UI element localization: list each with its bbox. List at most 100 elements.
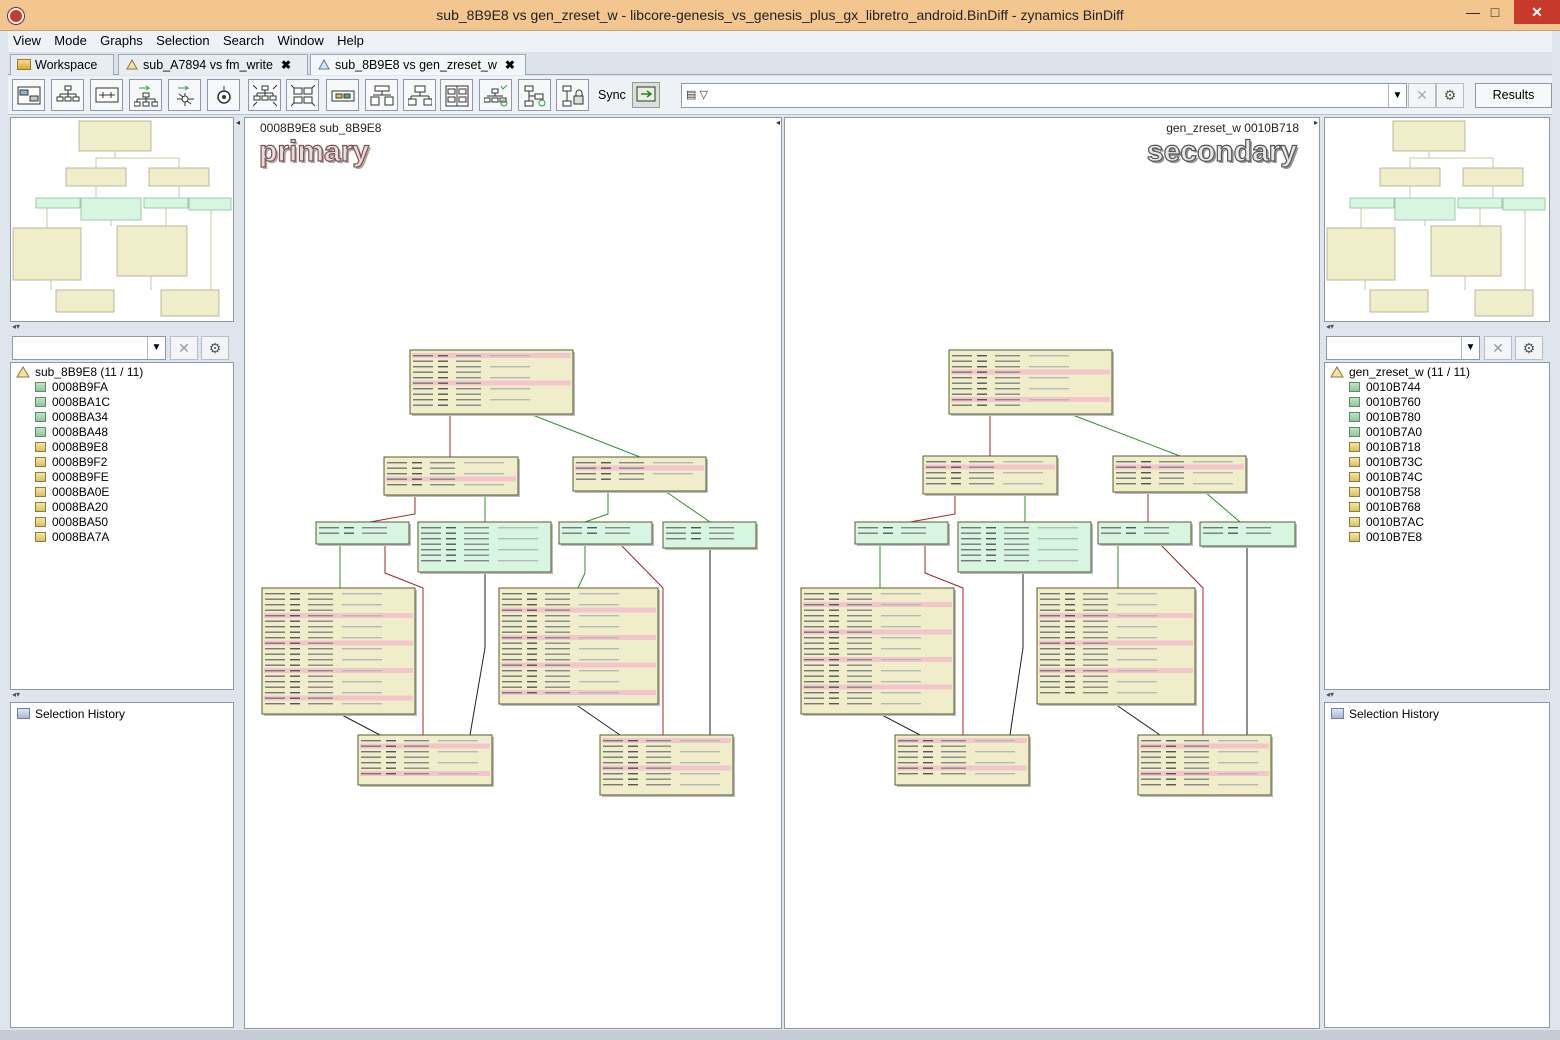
tab-sub-8b9e8-vs-gen-zreset-w[interactable]: sub_8B9E8 vs gen_zreset_w✖ xyxy=(310,54,526,75)
tree-root[interactable]: gen_zreset_w (11 / 11) xyxy=(1329,365,1470,379)
secondary-flowgraph[interactable] xyxy=(785,118,1319,1028)
basic-block[interactable] xyxy=(1036,587,1197,706)
secondary-graph-canvas[interactable]: gen_zreset_w 0010B718 secondary xyxy=(784,117,1320,1029)
tree-item[interactable]: 0008BA0E xyxy=(35,485,109,500)
basic-block[interactable] xyxy=(409,349,575,416)
lock-selection-button[interactable] xyxy=(556,79,589,111)
select-peer-button[interactable] xyxy=(518,79,551,111)
search-dropdown-icon[interactable]: ▼ xyxy=(1388,84,1406,107)
close-window-button[interactable]: ✕ xyxy=(1514,0,1560,24)
hierarchic-layout-button[interactable] xyxy=(51,79,84,111)
tree-item[interactable]: 0008BA48 xyxy=(35,425,108,440)
tree-root[interactable]: sub_8B9E8 (11 / 11) xyxy=(15,365,143,379)
tree-item[interactable]: 0010B760 xyxy=(1349,395,1421,410)
basic-block[interactable] xyxy=(1112,455,1248,494)
search-input[interactable]: ▤ ▽ ▼ xyxy=(681,83,1407,108)
right-function-combo[interactable]: ▼ xyxy=(1326,336,1480,360)
select-all-button[interactable] xyxy=(248,79,281,111)
basic-block[interactable] xyxy=(572,456,708,493)
tree-item[interactable]: 0008B9F2 xyxy=(35,455,107,470)
tree-item[interactable]: 0010B7E8 xyxy=(1349,530,1422,545)
zoom-selected-button[interactable] xyxy=(326,79,359,111)
left-settings-gear-icon[interactable]: ⚙ xyxy=(201,336,229,360)
basic-block[interactable] xyxy=(383,456,520,497)
basic-block[interactable] xyxy=(498,587,660,706)
results-button[interactable]: Results xyxy=(1475,83,1552,108)
collapse-left-icon[interactable]: ◂ xyxy=(236,118,241,127)
tree-item[interactable]: 0010B758 xyxy=(1349,485,1421,500)
chevron-down-icon[interactable]: ▼ xyxy=(147,337,165,359)
expand-tree-button[interactable] xyxy=(129,79,162,111)
basic-block[interactable] xyxy=(1199,521,1297,548)
collapse-divider-icon[interactable]: ◂ xyxy=(776,118,781,127)
right-clear-button[interactable]: ✕ xyxy=(1484,336,1512,360)
tab-sub-a7894-vs-fm-write[interactable]: sub_A7894 vs fm_write✖ xyxy=(118,54,308,75)
splitter-icon[interactable]: ◂▾ xyxy=(1326,322,1335,331)
left-overview-panel[interactable] xyxy=(10,117,234,322)
search-settings-gear-icon[interactable]: ⚙ xyxy=(1436,83,1464,108)
menu-window[interactable]: Window xyxy=(277,33,324,48)
tree-item[interactable]: 0010B74C xyxy=(1349,470,1423,485)
tree-item[interactable]: 0010B780 xyxy=(1349,410,1421,425)
select-successors-button[interactable] xyxy=(479,79,512,111)
left-clear-button[interactable]: ✕ xyxy=(170,336,198,360)
basic-block[interactable] xyxy=(558,521,654,546)
clear-search-button[interactable]: ✕ xyxy=(1408,83,1436,108)
tree-item[interactable]: 0010B744 xyxy=(1349,380,1421,395)
menu-search[interactable]: Search xyxy=(222,33,265,48)
tree-item[interactable]: 0008B9E8 xyxy=(35,440,108,455)
right-overview-panel[interactable] xyxy=(1324,117,1550,322)
splitter-icon[interactable]: ◂▾ xyxy=(1326,690,1335,699)
orthogonal-layout-button[interactable] xyxy=(90,79,123,111)
close-tab-icon[interactable]: ✖ xyxy=(504,58,515,72)
basic-block[interactable] xyxy=(662,521,758,550)
minimize-button[interactable]: — xyxy=(1466,4,1480,20)
basic-block[interactable] xyxy=(957,521,1093,574)
tree-item[interactable]: 0008BA1C xyxy=(35,395,110,410)
basic-block[interactable] xyxy=(315,521,411,546)
menu-mode[interactable]: Mode xyxy=(54,33,87,48)
basic-block[interactable] xyxy=(922,455,1059,496)
split-view-button[interactable] xyxy=(440,79,473,111)
tree-item[interactable]: 0008BA50 xyxy=(35,515,108,530)
basic-block[interactable] xyxy=(854,521,950,546)
tree-item[interactable]: 0010B7A0 xyxy=(1349,425,1422,440)
basic-block[interactable] xyxy=(894,734,1031,787)
center-node-button[interactable] xyxy=(207,79,240,111)
toggle-graph-view-button[interactable] xyxy=(12,79,45,111)
basic-block[interactable] xyxy=(357,734,494,787)
selection-history-header[interactable]: Selection History xyxy=(1331,707,1439,721)
tree-item[interactable]: 0010B718 xyxy=(1349,440,1421,455)
menu-help[interactable]: Help xyxy=(337,33,364,48)
sync-toggle-button[interactable] xyxy=(632,82,660,108)
primary-flowgraph[interactable] xyxy=(245,118,781,1028)
graph-layout-button[interactable] xyxy=(365,79,398,111)
right-settings-gear-icon[interactable]: ⚙ xyxy=(1515,336,1543,360)
close-tab-icon[interactable]: ✖ xyxy=(280,58,291,72)
basic-block[interactable] xyxy=(1097,521,1193,546)
menu-selection[interactable]: Selection xyxy=(156,33,210,48)
tree-item[interactable]: 0008BA34 xyxy=(35,410,108,425)
menu-graphs[interactable]: Graphs xyxy=(100,33,143,48)
selection-history-header[interactable]: Selection History xyxy=(17,707,125,721)
basic-block[interactable] xyxy=(261,587,417,716)
primary-graph-canvas[interactable]: 0008B9E8 sub_8B9E8 primary xyxy=(244,117,782,1029)
zoom-fit-button[interactable] xyxy=(286,79,319,111)
tree-item[interactable]: 0008BA7A xyxy=(35,530,109,545)
proximity-browsing-button[interactable] xyxy=(403,79,436,111)
search-mode-icon[interactable]: ▤ ▽ xyxy=(686,89,708,101)
basic-block[interactable] xyxy=(599,734,735,797)
tree-item[interactable]: 0008B9FA xyxy=(35,380,108,395)
tree-item[interactable]: 0008B9FE xyxy=(35,470,109,485)
menu-view[interactable]: View xyxy=(13,33,41,48)
splitter-icon[interactable]: ◂▾ xyxy=(12,690,21,699)
basic-block[interactable] xyxy=(800,587,956,716)
tree-item[interactable]: 0008BA20 xyxy=(35,500,108,515)
basic-block[interactable] xyxy=(1137,734,1273,797)
maximize-button[interactable]: □ xyxy=(1490,4,1500,20)
splitter-icon[interactable]: ◂▾ xyxy=(12,322,21,331)
basic-block[interactable] xyxy=(948,349,1114,416)
tree-item[interactable]: 0010B7AC xyxy=(1349,515,1424,530)
tree-item[interactable]: 0010B768 xyxy=(1349,500,1421,515)
chevron-down-icon[interactable]: ▼ xyxy=(1461,337,1479,359)
